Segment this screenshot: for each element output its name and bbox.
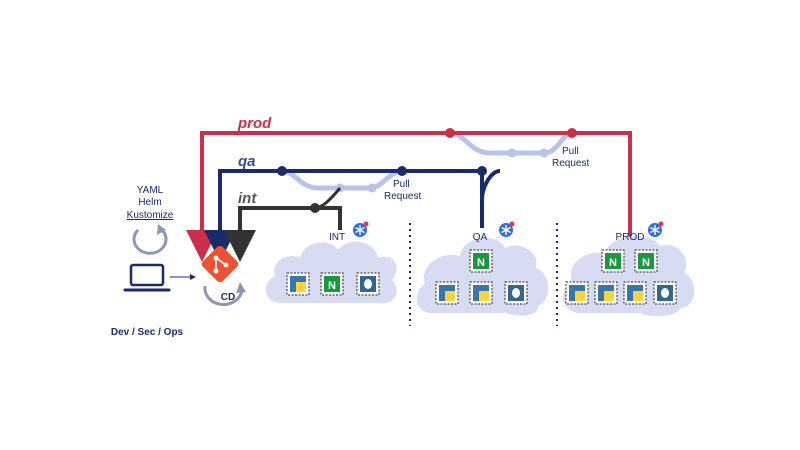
env-name: PROD <box>616 232 645 243</box>
qa-branch-label: qa <box>238 153 256 170</box>
cd-cycle-icon <box>203 282 246 307</box>
refresh-cycle-icon <box>132 224 168 255</box>
git-icon <box>201 245 239 283</box>
int-branch-label: int <box>238 190 257 207</box>
prod-branch-line <box>186 128 632 262</box>
svg-text:YAML: YAML <box>137 185 164 196</box>
env-name: QA <box>473 232 488 243</box>
env-qa: QA N <box>416 221 549 316</box>
nginx-icon: N <box>469 249 493 273</box>
nginx-icon: N <box>320 272 344 296</box>
prod-branch-label: prod <box>237 115 272 132</box>
python-icon <box>469 281 493 305</box>
svg-text:Kustomize: Kustomize <box>127 210 174 221</box>
svg-text:Pull: Pull <box>562 146 579 157</box>
svg-text:Request: Request <box>384 191 421 202</box>
kubernetes-icon <box>648 221 664 237</box>
svg-text:Pull: Pull <box>393 179 410 190</box>
svg-text:N: N <box>328 280 336 292</box>
nginx-icon: N <box>634 249 658 273</box>
qa-branch-line <box>204 166 501 262</box>
workstation-label: Dev / Sec / Ops <box>111 327 184 338</box>
svg-text:N: N <box>609 257 617 269</box>
svg-text:Helm: Helm <box>138 197 161 208</box>
nginx-icon: N <box>601 249 625 273</box>
int-branch-line <box>224 187 342 262</box>
postgres-icon <box>504 281 528 305</box>
env-int: INT N <box>265 221 397 304</box>
env-name: INT <box>329 232 345 243</box>
python-icon <box>594 281 618 305</box>
cd-label: CD <box>221 292 235 303</box>
svg-text:N: N <box>477 257 485 269</box>
qa-pull-request-label: Pull Request <box>384 179 421 202</box>
laptop-icon <box>123 263 171 292</box>
kubernetes-icon <box>353 221 369 237</box>
python-icon <box>286 272 310 296</box>
svg-text:N: N <box>642 257 650 269</box>
python-icon <box>623 281 647 305</box>
kubernetes-icon <box>499 221 515 237</box>
prod-pull-request-branch <box>449 130 573 158</box>
tools-label: YAML Helm Kustomize <box>127 185 174 221</box>
python-icon <box>565 281 589 305</box>
qa-pull-request-branch <box>281 168 403 193</box>
env-prod: PROD N N <box>562 221 695 317</box>
postgres-icon <box>356 272 380 296</box>
svg-text:Request: Request <box>552 158 589 169</box>
python-icon <box>435 281 459 305</box>
prod-pull-request-label: Pull Request <box>552 146 589 169</box>
postgres-icon <box>653 281 677 305</box>
